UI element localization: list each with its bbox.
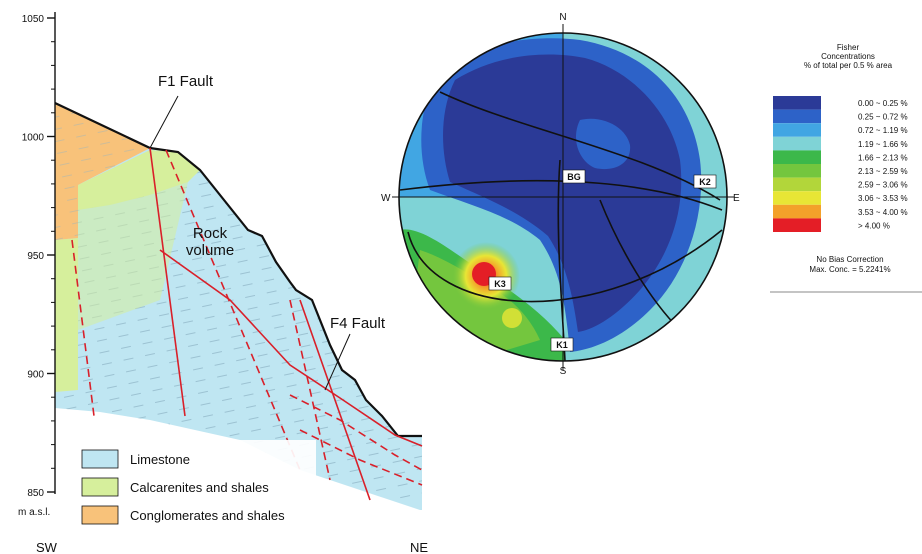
legend-swatch bbox=[81, 477, 119, 497]
west-label: W bbox=[381, 193, 391, 204]
fisher-swatch bbox=[773, 218, 821, 232]
great-circle-2 bbox=[399, 179, 723, 211]
density-lowest bbox=[443, 54, 682, 332]
fisher-range-label: 0.00 ~ 0.25 % bbox=[858, 99, 908, 108]
fisher-swatch bbox=[773, 109, 821, 124]
fisher-range-label: 2.13 ~ 2.59 % bbox=[858, 167, 908, 176]
bias-note: No Bias Correction bbox=[816, 255, 883, 264]
fisher-swatch bbox=[773, 191, 821, 205]
point-label: K3 bbox=[494, 279, 506, 289]
y-tick-label: 1000 bbox=[22, 133, 45, 144]
point-label: BG bbox=[567, 172, 581, 182]
elevation-axis: 1050 1000 950 900 850 bbox=[22, 12, 56, 499]
fisher-range-label: 1.66 ~ 2.13 % bbox=[858, 153, 908, 162]
point-label-box bbox=[693, 174, 717, 189]
fisher-swatch bbox=[773, 123, 821, 137]
topography-line bbox=[54, 102, 422, 438]
fisher-range-label: > 4.00 % bbox=[858, 221, 890, 230]
great-circle-1 bbox=[439, 91, 721, 201]
legend-swatch bbox=[81, 449, 119, 469]
f1-fault-label: F1 Fault bbox=[158, 73, 214, 90]
fisher-swatch bbox=[773, 177, 821, 192]
axis-unit-label: m a.s.l. bbox=[18, 507, 50, 518]
south-label: S bbox=[560, 366, 567, 377]
f4-fault-label: F4 Fault bbox=[330, 315, 386, 332]
fisher-swatch bbox=[773, 150, 821, 164]
bedding-fault-dashed-2 bbox=[299, 429, 423, 486]
fisher-range-label: 0.25 ~ 0.72 % bbox=[858, 113, 908, 122]
fault-left bbox=[71, 239, 95, 417]
legend-label: Conglomerates and shales bbox=[130, 508, 285, 523]
fisher-swatch bbox=[773, 204, 821, 219]
f4-leader bbox=[324, 333, 351, 391]
y-tick-label: 900 bbox=[27, 370, 44, 381]
point-label: K1 bbox=[556, 340, 568, 350]
fisher-range-label: 3.53 ~ 4.00 % bbox=[858, 208, 908, 217]
calcarenites-middle bbox=[78, 182, 188, 330]
great-circle-3 bbox=[407, 229, 723, 303]
sw-label: SW bbox=[36, 540, 58, 554]
legend-label: Calcarenites and shales bbox=[130, 480, 269, 495]
fault-f4-dashed bbox=[289, 299, 331, 481]
fisher-swatch bbox=[773, 164, 821, 178]
bedding-fault bbox=[159, 249, 423, 447]
east-label: E bbox=[733, 193, 740, 204]
faults bbox=[71, 147, 423, 501]
fisher-range-label: 3.06 ~ 3.53 % bbox=[858, 194, 908, 203]
bedding-fault-dashed bbox=[289, 394, 423, 471]
y-tick-label: 950 bbox=[27, 251, 44, 262]
point-label: K2 bbox=[699, 177, 711, 187]
y-tick-label: 1050 bbox=[22, 14, 45, 25]
legend-label: Limestone bbox=[130, 452, 190, 467]
north-label: N bbox=[559, 12, 566, 23]
point-label-box bbox=[562, 169, 586, 184]
fisher-range-label: 2.59 ~ 3.06 % bbox=[858, 181, 908, 190]
fault-right-dashed bbox=[165, 149, 301, 471]
max-concentration: Max. Conc. = 5.2241% bbox=[809, 265, 890, 274]
ne-label: NE bbox=[410, 540, 428, 554]
calcarenites-unit bbox=[55, 150, 200, 392]
fault-f1 bbox=[149, 147, 186, 417]
point-label-box bbox=[550, 337, 574, 352]
fisher-swatch bbox=[773, 136, 821, 151]
fisher-range-label: 0.72 ~ 1.19 % bbox=[858, 126, 908, 135]
f1-leader bbox=[149, 95, 179, 149]
y-tick-label: 850 bbox=[27, 488, 44, 499]
great-circle-4 bbox=[599, 199, 681, 331]
legend-swatch bbox=[81, 505, 119, 525]
fault-f4 bbox=[299, 299, 371, 501]
point-label-box bbox=[488, 276, 512, 291]
fisher-range-label: 1.19 ~ 1.66 % bbox=[858, 140, 908, 149]
fisher-swatch bbox=[773, 96, 821, 110]
